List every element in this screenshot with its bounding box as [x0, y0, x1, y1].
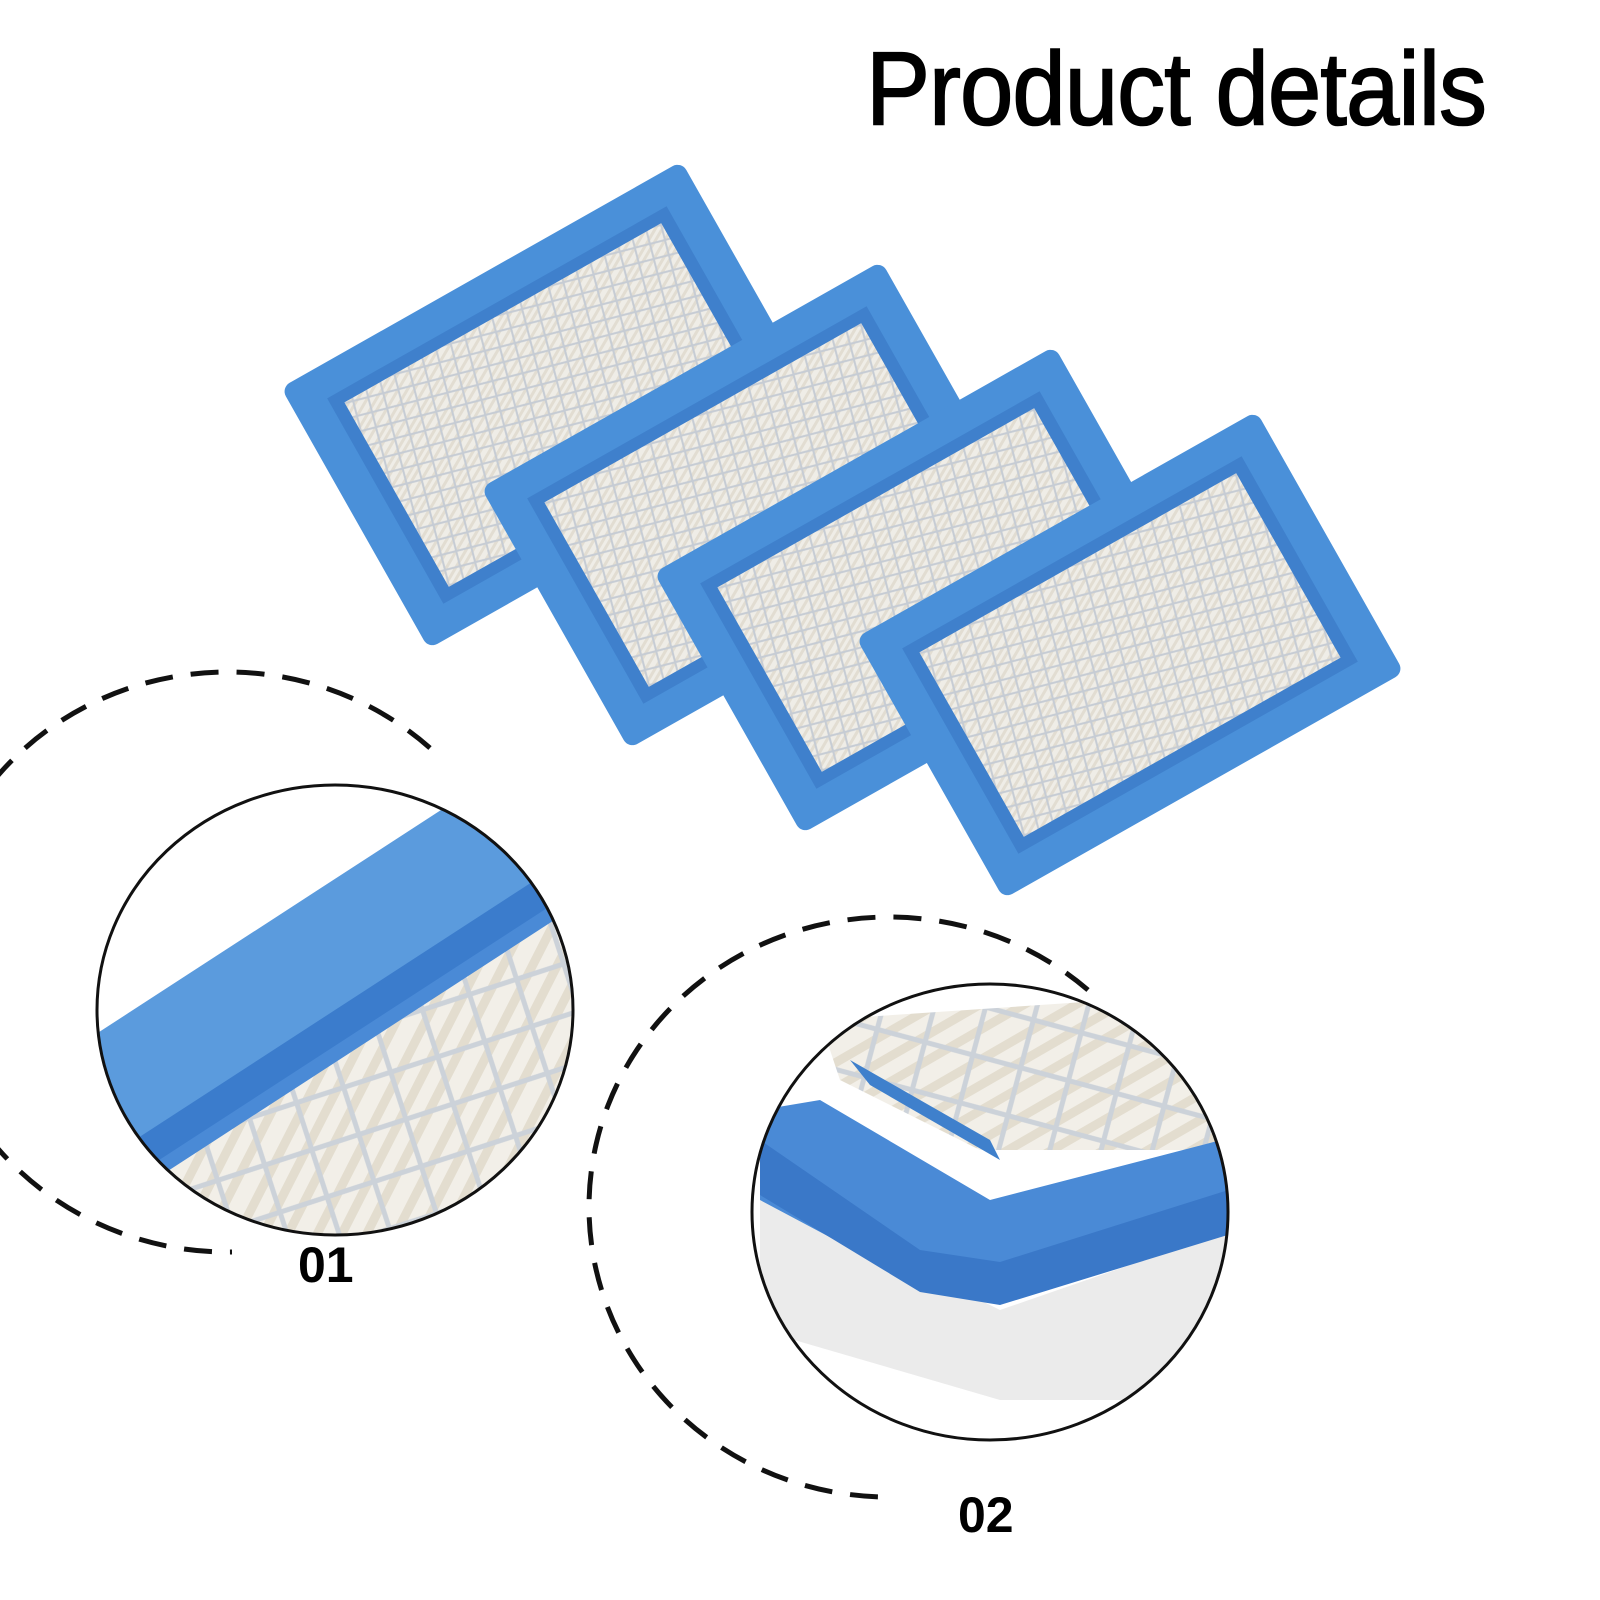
filter-3 — [657, 349, 1199, 831]
filter-4 — [859, 414, 1401, 896]
callout-01 — [0, 669, 575, 1255]
callout-label-02: 02 — [958, 1487, 1014, 1543]
callout-02 — [586, 914, 1230, 1500]
page-title: Product details — [865, 31, 1488, 148]
filter-2 — [484, 264, 1026, 746]
filter-1 — [284, 164, 826, 646]
callout-label-01: 01 — [298, 1237, 354, 1293]
